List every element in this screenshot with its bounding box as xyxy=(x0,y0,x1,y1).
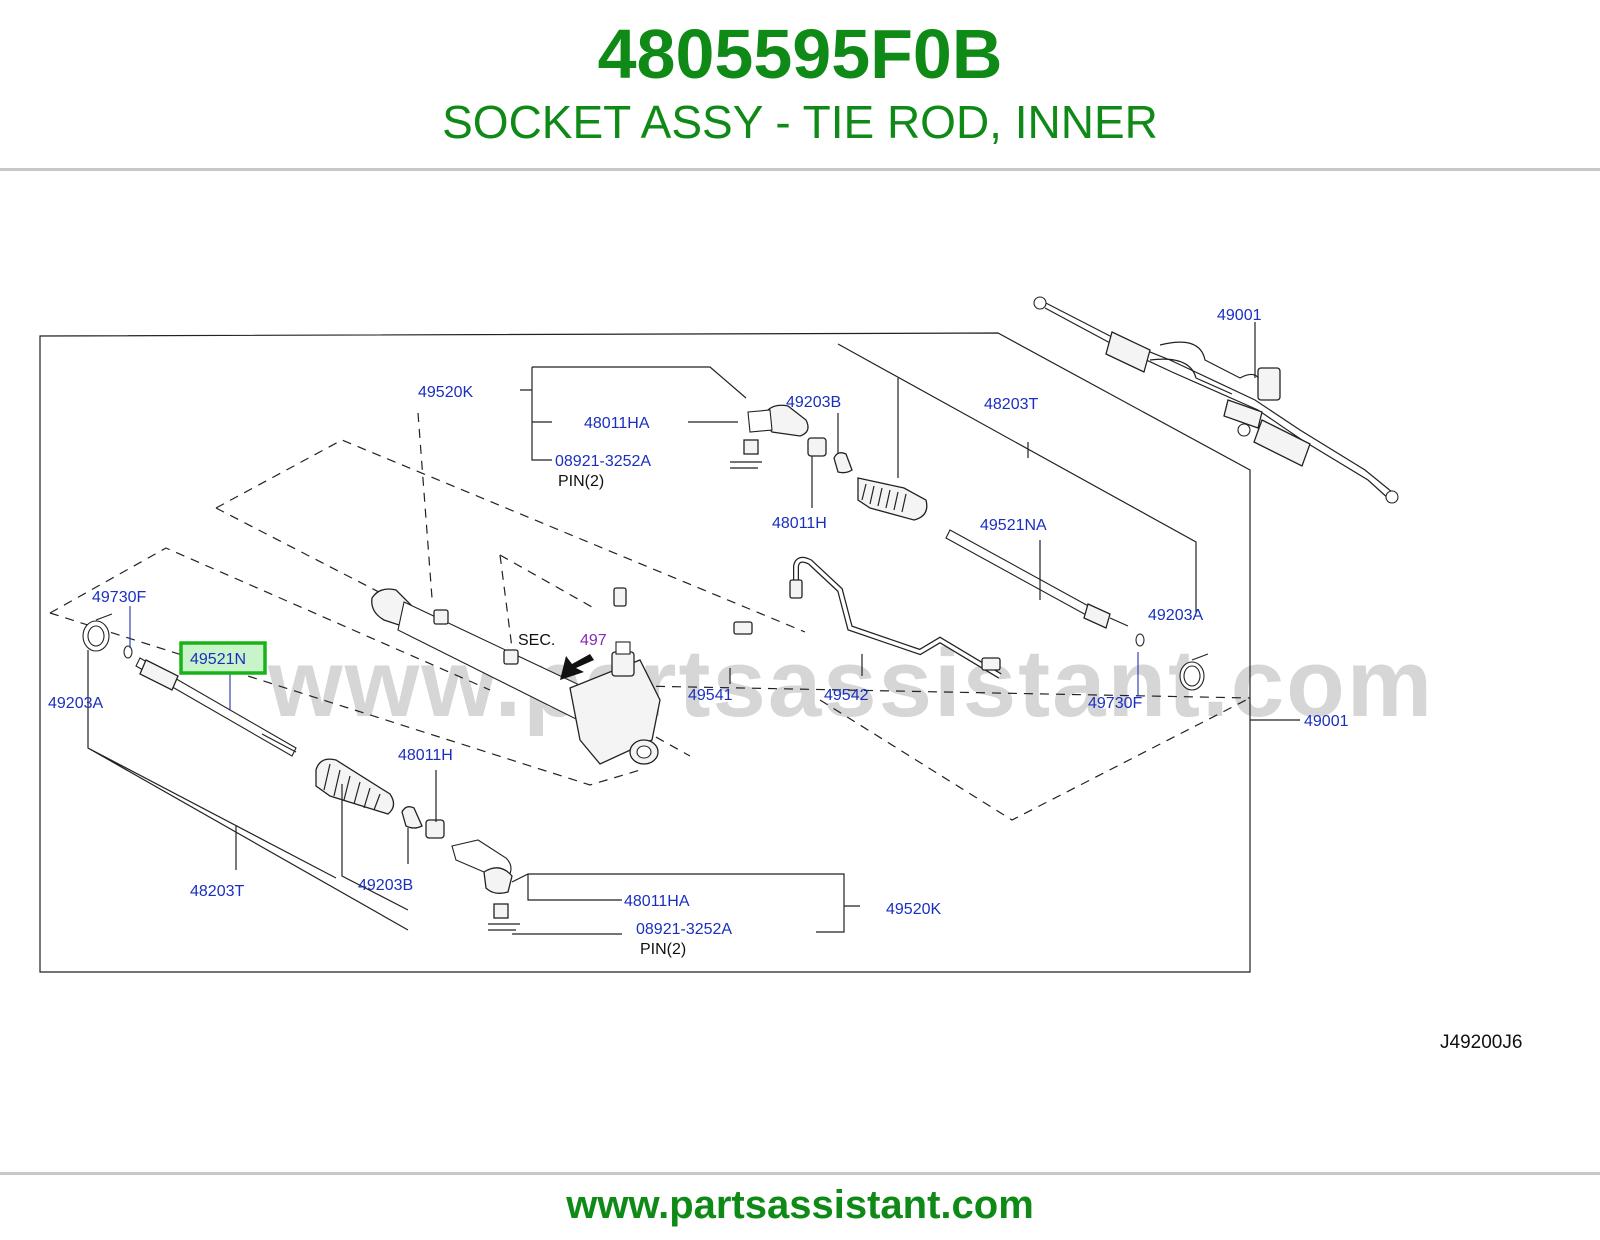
inner-tie-rod-highlighted xyxy=(135,657,297,757)
diagram-reference-code: J49200J6 xyxy=(1440,1032,1522,1053)
part-labels: 49001 49520K 48011HA 08921-3252A PIN(2) … xyxy=(48,307,1349,958)
header: 4805595F0B SOCKET ASSY - TIE ROD, INNER xyxy=(0,0,1600,170)
left-boot-clamp xyxy=(82,613,133,659)
label-08921-3252A-top[interactable]: 08921-3252A xyxy=(555,453,651,470)
part-number: 4805595F0B xyxy=(597,15,1003,93)
label-49521NA[interactable]: 49521NA xyxy=(980,517,1047,534)
rack-assembly-overview xyxy=(1033,296,1399,504)
assembly-frame xyxy=(39,332,1251,973)
label-49521N[interactable]: 49521N xyxy=(190,651,246,668)
label-48011HA-bottom[interactable]: 48011HA xyxy=(624,893,690,910)
label-49520K-bottom[interactable]: 49520K xyxy=(886,901,941,918)
gear-housing xyxy=(371,588,661,765)
label-48011HA-top[interactable]: 48011HA xyxy=(584,415,650,432)
label-49730F-left[interactable]: 49730F xyxy=(92,589,146,606)
highlight-49521N xyxy=(179,641,267,675)
header-divider xyxy=(0,168,1600,171)
leader-lines xyxy=(87,322,1300,935)
part-name: SOCKET ASSY - TIE ROD, INNER xyxy=(442,96,1158,148)
label-49203A-left[interactable]: 49203A xyxy=(48,695,103,712)
lower-boot xyxy=(315,758,395,815)
label-sec-ref[interactable]: 497 xyxy=(580,632,607,649)
hydraulic-tube-49541 xyxy=(613,561,753,652)
upper-boot xyxy=(857,477,928,521)
label-49541[interactable]: 49541 xyxy=(688,687,733,704)
upper-tie-rod-end xyxy=(730,404,809,469)
label-48203T-bottom[interactable]: 48203T xyxy=(190,883,244,900)
lower-tie-rod-end xyxy=(451,839,520,931)
label-49203B-bottom[interactable]: 49203B xyxy=(358,877,413,894)
lower-nut-and-clamp xyxy=(401,806,445,839)
label-49520K-top[interactable]: 49520K xyxy=(418,384,473,401)
label-pin-bottom: PIN(2) xyxy=(640,941,686,958)
label-48203T-top[interactable]: 48203T xyxy=(984,396,1038,413)
hydraulic-tube-49542 xyxy=(789,556,1002,679)
footer-divider xyxy=(0,1172,1600,1175)
label-49001-top[interactable]: 49001 xyxy=(1217,307,1262,324)
label-48011H-top[interactable]: 48011H xyxy=(772,515,827,532)
label-49203A-right[interactable]: 49203A xyxy=(1148,607,1203,624)
exploded-view-guides xyxy=(49,412,1251,821)
label-49203B-top[interactable]: 49203B xyxy=(786,394,841,411)
label-48011H-bottom[interactable]: 48011H xyxy=(398,747,453,764)
parts-diagram: www.partsassistant.com xyxy=(39,296,1522,1053)
label-49730F-right[interactable]: 49730F xyxy=(1088,695,1142,712)
label-sec: SEC. xyxy=(518,632,555,649)
footer-site-link[interactable]: www.partsassistant.com xyxy=(566,1183,1034,1227)
upper-inner-tie-rod xyxy=(945,529,1129,629)
right-boot-clamp xyxy=(1135,633,1209,691)
label-49542[interactable]: 49542 xyxy=(824,687,869,704)
label-pin-top: PIN(2) xyxy=(558,473,604,490)
label-08921-3252A-bottom[interactable]: 08921-3252A xyxy=(636,921,732,938)
label-49001-right[interactable]: 49001 xyxy=(1304,713,1349,730)
upper-nut-and-clamp xyxy=(807,437,853,474)
